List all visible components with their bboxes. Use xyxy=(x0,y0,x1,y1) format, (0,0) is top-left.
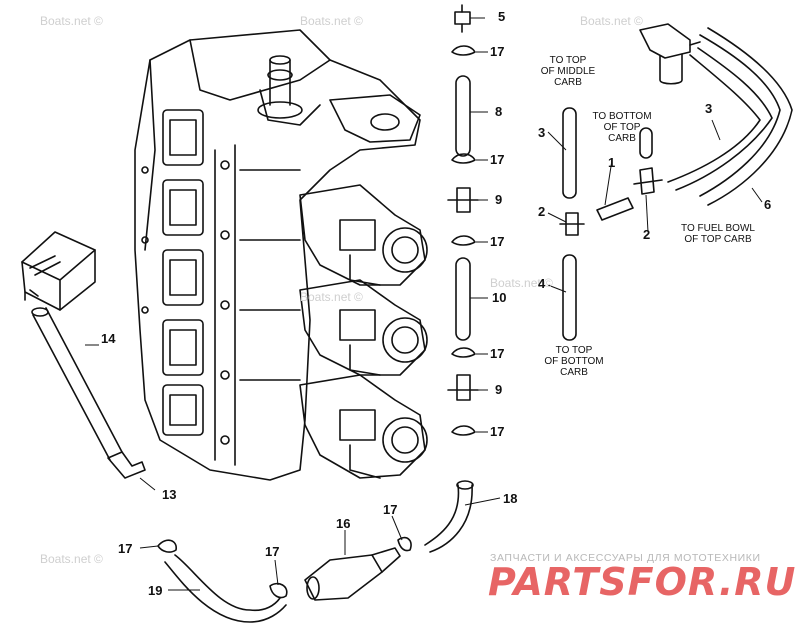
note-line: TO TOP xyxy=(549,55,587,66)
note-line: OF MIDDLE xyxy=(540,66,596,77)
callout-19: 19 xyxy=(148,583,163,598)
watermark: Boats.net © xyxy=(300,14,363,28)
clamp-17-h xyxy=(269,582,288,599)
carburetor-bottom xyxy=(299,374,428,479)
site-subtitle: ЗАПЧАСТИ И АКСЕССУАРЫ ДЛЯ МОТОТЕХНИКИ xyxy=(490,552,761,564)
elbow-2-b xyxy=(633,167,663,195)
callout-18: 18 xyxy=(503,491,518,506)
note-line: CARB xyxy=(608,133,636,144)
hose-8 xyxy=(455,75,471,157)
primer-bulb-assembly xyxy=(639,23,701,85)
note-to-top-of-middle-carb: TO TOP OF MIDDLE CARB xyxy=(528,55,608,88)
fuel-pump xyxy=(21,231,96,311)
hose-4 xyxy=(562,254,577,341)
fitting-5 xyxy=(454,4,471,33)
carburetor-middle xyxy=(299,279,428,376)
clamp-17-g xyxy=(157,539,177,553)
callout-14: 14 xyxy=(101,331,116,346)
watermark: Boats.net © xyxy=(300,290,363,304)
callout-2: 2 xyxy=(643,227,651,242)
note-line: OF TOP CARB xyxy=(684,234,752,245)
tee-fitting-2-a xyxy=(559,212,585,236)
hose-10 xyxy=(455,257,471,341)
watermark: Boats.net © xyxy=(40,14,103,28)
hose-1 xyxy=(596,197,634,221)
watermark: Boats.net © xyxy=(580,14,643,28)
note-line: CARB xyxy=(560,367,588,378)
stub-hose-top xyxy=(639,127,653,159)
hose-3-long xyxy=(667,47,773,191)
site-logo: PARTSFOR.RU xyxy=(488,560,797,604)
callout-17: 17 xyxy=(490,424,505,439)
callout-4: 4 xyxy=(538,276,546,291)
carburetor-top xyxy=(299,184,428,286)
callout-8: 8 xyxy=(495,104,503,119)
callout-16: 16 xyxy=(336,516,351,531)
clamp-17-f xyxy=(397,536,412,552)
callout-1: 1 xyxy=(608,155,616,170)
clamp-17-d xyxy=(451,347,476,358)
callout-3: 3 xyxy=(705,101,713,116)
note-to-top-of-bottom-carb: TO TOP OF BOTTOM CARB xyxy=(534,345,614,378)
callout-9: 9 xyxy=(495,192,503,207)
clamp-17-b xyxy=(451,153,476,164)
note-line: TO BOTTOM xyxy=(592,111,652,122)
hose-18 xyxy=(424,484,473,553)
clamp-17-c xyxy=(451,235,476,246)
callout-17: 17 xyxy=(490,152,505,167)
callout-5: 5 xyxy=(498,9,506,24)
note-line: OF TOP xyxy=(603,122,641,133)
fuel-filter-16 xyxy=(304,547,401,601)
watermark: Boats.net © xyxy=(490,276,553,290)
hose-3-vertical xyxy=(562,107,577,199)
callout-17: 17 xyxy=(118,541,133,556)
note-line: TO TOP xyxy=(555,345,593,356)
callout-2: 2 xyxy=(538,204,546,219)
callout-17: 17 xyxy=(383,502,398,517)
callout-9: 9 xyxy=(495,382,503,397)
hose-19 xyxy=(164,554,287,623)
clamp-17-a xyxy=(451,45,476,56)
note-to-fuel-bowl-of-top-carb: TO FUEL BOWL OF TOP CARB xyxy=(668,223,768,245)
fuel-hose-14 xyxy=(32,307,123,461)
callout-17: 17 xyxy=(265,544,280,559)
callout-10: 10 xyxy=(492,290,507,305)
clamp-17-e xyxy=(451,425,476,436)
watermark: Boats.net © xyxy=(40,552,103,566)
callout-17: 17 xyxy=(490,346,505,361)
callout-13: 13 xyxy=(162,487,177,502)
note-to-bottom-of-top-carb: TO BOTTOM OF TOP CARB xyxy=(582,111,662,144)
callout-17: 17 xyxy=(490,44,505,59)
tee-fitting-9-a xyxy=(447,187,479,213)
engine-block xyxy=(134,29,421,481)
callout-6: 6 xyxy=(764,197,772,212)
note-line: OF BOTTOM xyxy=(544,356,604,367)
elbow-fitting-13 xyxy=(107,451,146,479)
note-line: CARB xyxy=(554,77,582,88)
callout-3: 3 xyxy=(538,125,546,140)
note-line: TO FUEL BOWL xyxy=(681,223,755,234)
tee-fitting-9-b xyxy=(447,374,479,401)
hose-6 xyxy=(699,27,793,206)
callout-17: 17 xyxy=(490,234,505,249)
